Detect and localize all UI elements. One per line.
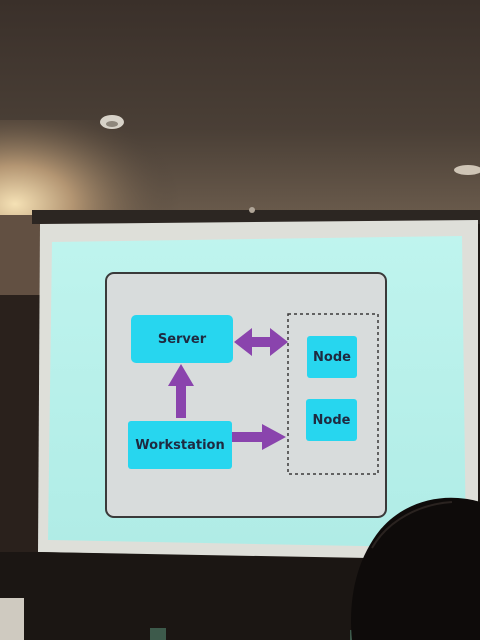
workstation-label: Workstation bbox=[135, 437, 225, 453]
node-label-1: Node bbox=[313, 349, 351, 365]
server-label: Server bbox=[157, 331, 207, 347]
ceiling-fixture-right bbox=[454, 165, 480, 175]
server-box: Server bbox=[131, 315, 233, 363]
table-edge bbox=[0, 598, 24, 640]
node-group-container bbox=[287, 313, 379, 475]
up-arrow bbox=[168, 364, 194, 418]
node-label-2: Node bbox=[312, 412, 351, 428]
node-box-2: Node bbox=[306, 399, 357, 441]
screen-housing bbox=[32, 210, 480, 224]
head-silhouette bbox=[351, 497, 480, 640]
bidirectional-arrow bbox=[234, 328, 288, 356]
node-box-1: Node bbox=[307, 336, 357, 378]
right-arrow bbox=[232, 424, 286, 450]
workstation-box: Workstation bbox=[128, 421, 232, 469]
